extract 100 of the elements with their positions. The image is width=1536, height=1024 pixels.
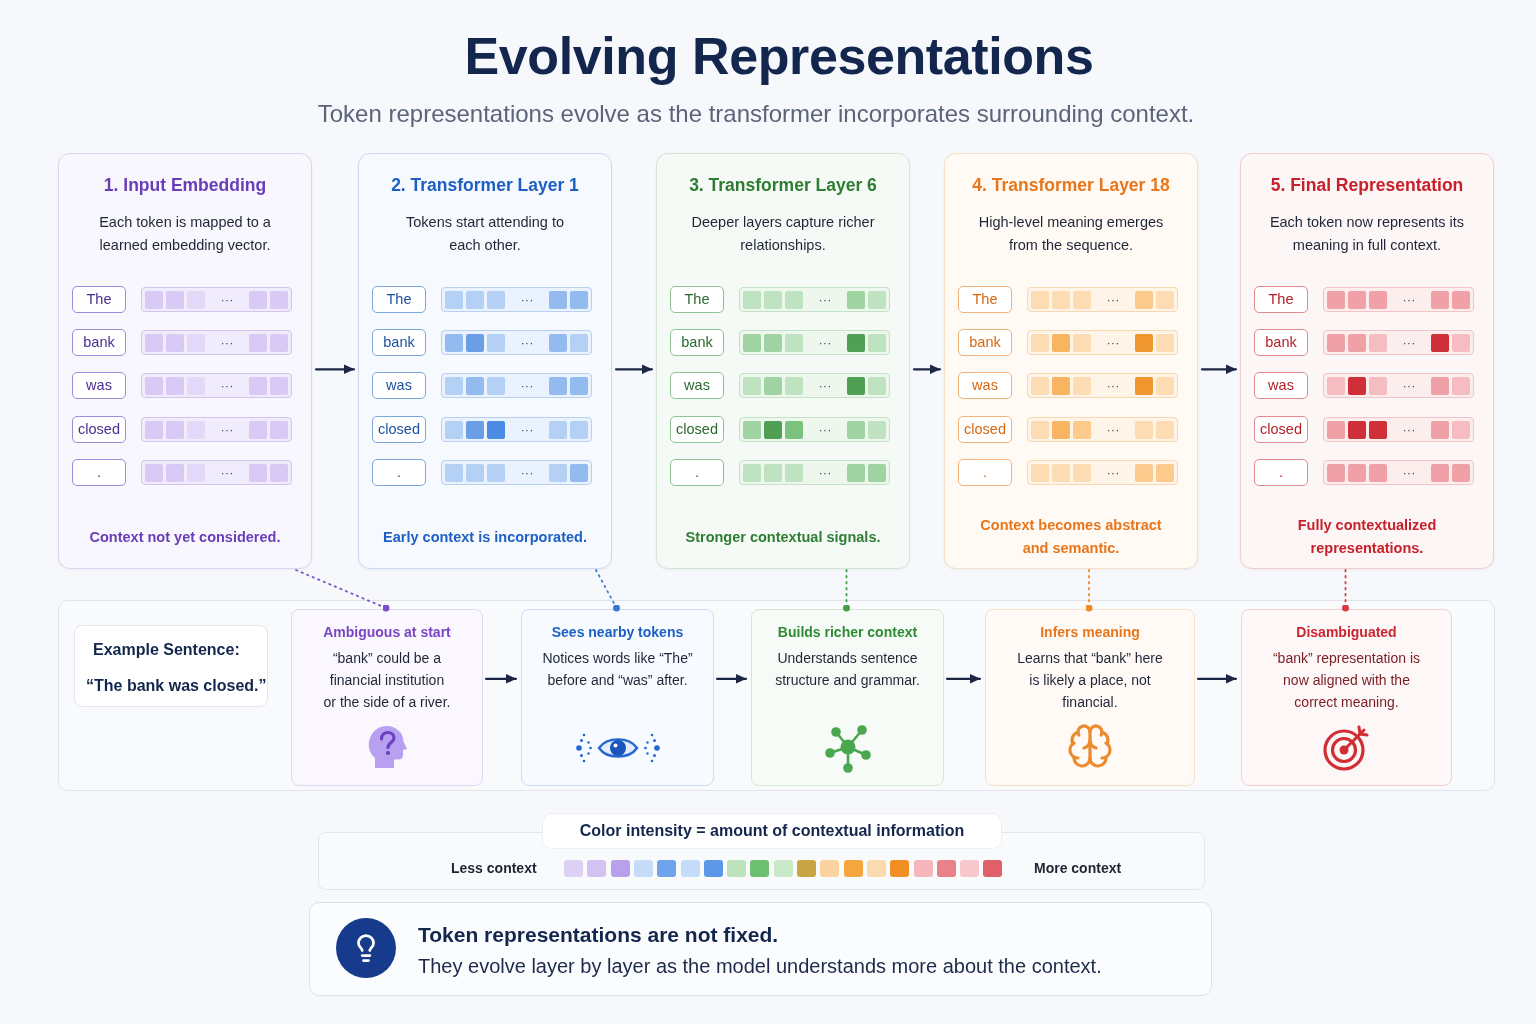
legend-title-tab: Color intensity = amount of contextual information [542, 813, 1002, 849]
token-chip: closed [1254, 416, 1308, 443]
token-chip: The [670, 286, 724, 313]
embedding-vector [1323, 373, 1474, 398]
ellipsis: ··· [220, 421, 234, 438]
explanation-card [291, 609, 483, 786]
token-chip: was [72, 372, 126, 399]
ellipsis: ··· [1106, 377, 1120, 394]
token-chip: bank [958, 329, 1012, 356]
ellipsis: ··· [1106, 334, 1120, 351]
ellipsis: ··· [1106, 291, 1120, 308]
ellipsis: ··· [520, 377, 534, 394]
embedding-vector [141, 330, 292, 355]
token-chip: bank [372, 329, 426, 356]
panel-title: 2. Transformer Layer 1 [391, 174, 579, 196]
ellipsis: ··· [220, 377, 234, 394]
context-band [58, 600, 1495, 791]
card-text: “bank” representation is now aligned with the correct meaning. [1271, 649, 1422, 712]
arrow [912, 364, 942, 375]
panel-title: 5. Final Representation [1270, 174, 1464, 196]
explanation-card [751, 609, 944, 786]
card-title: Infers meaning [1040, 623, 1140, 641]
token-chip: The [1254, 286, 1308, 313]
token-chip: closed [670, 416, 724, 443]
card-text: Notices words like “The” before and “was” after. [541, 649, 694, 690]
tip-heading: Token representations are not fixed. [418, 922, 779, 948]
panel-note: Context not yet considered. [89, 527, 281, 547]
example-card [74, 625, 268, 707]
token-chip: The [72, 286, 126, 313]
token-chip: . [1254, 459, 1308, 486]
panel-title: 4. Transformer Layer 18 [972, 174, 1170, 196]
arrow [1200, 364, 1238, 375]
stage-panel [358, 153, 612, 569]
embedding-vector [1027, 330, 1178, 355]
arrow [614, 364, 654, 375]
card-text: “bank” could be a financial institution or the side of a river. [322, 649, 452, 712]
panel-title: 3. Transformer Layer 6 [689, 174, 877, 196]
panel-description: High-level meaning emerges from the sequence. [977, 213, 1165, 255]
embedding-vector [441, 460, 592, 485]
diagram-subtitle: Token representations evolve as the transformer incorporates surrounding context. [317, 100, 1195, 127]
ellipsis: ··· [220, 334, 234, 351]
embedding-vector [441, 330, 592, 355]
panel-note: Context becomes abstract and semantic. [979, 516, 1163, 558]
dotted-connector [843, 569, 850, 612]
embedding-vector [1027, 460, 1178, 485]
dotted-connector [595, 569, 620, 612]
token-chip: bank [72, 329, 126, 356]
ellipsis: ··· [1402, 421, 1416, 438]
ellipsis: ··· [520, 464, 534, 481]
stage-panel [58, 153, 312, 569]
embedding-vector [739, 330, 890, 355]
explanation-card [521, 609, 714, 786]
ellipsis: ··· [520, 421, 534, 438]
tip-card [309, 902, 1212, 996]
ellipsis: ··· [520, 334, 534, 351]
panel-title: 1. Input Embedding [103, 174, 267, 196]
embedding-vector [1323, 460, 1474, 485]
ellipsis: ··· [520, 291, 534, 308]
embedding-vector [441, 417, 592, 442]
ellipsis: ··· [818, 334, 832, 351]
panel-note: Fully contextualized representations. [1296, 516, 1438, 558]
card-title: Ambiguous at start [323, 623, 451, 641]
embedding-vector [141, 460, 292, 485]
ellipsis: ··· [220, 464, 234, 481]
embedding-vector [1027, 417, 1178, 442]
panel-note: Early context is incorporated. [383, 527, 587, 547]
token-chip: closed [72, 416, 126, 443]
token-chip: . [372, 459, 426, 486]
stage-panel [1240, 153, 1494, 569]
example-sentence: “The bank was closed.” [86, 676, 267, 696]
embedding-vector [1323, 417, 1474, 442]
token-chip: closed [958, 416, 1012, 443]
embedding-vector [141, 373, 292, 398]
ellipsis: ··· [1106, 421, 1120, 438]
token-chip: bank [1254, 329, 1308, 356]
token-chip: bank [670, 329, 724, 356]
card-title: Builds richer context [777, 623, 918, 641]
token-chip: The [958, 286, 1012, 313]
embedding-vector [441, 373, 592, 398]
embedding-vector [739, 287, 890, 312]
token-chip: The [372, 286, 426, 313]
embedding-vector [1027, 287, 1178, 312]
ellipsis: ··· [1402, 291, 1416, 308]
dotted-connector [295, 569, 390, 612]
token-chip: was [670, 372, 724, 399]
stage-panel [944, 153, 1198, 569]
arrow [945, 673, 982, 684]
ellipsis: ··· [220, 291, 234, 308]
diagram-title: Evolving Representations [464, 27, 1094, 85]
card-title: Disambiguated [1296, 623, 1397, 641]
ellipsis: ··· [1402, 464, 1416, 481]
embedding-vector [1323, 330, 1474, 355]
token-chip: was [1254, 372, 1308, 399]
card-text: Understands sentence structure and grammar. [774, 649, 921, 690]
card-text: Learns that “bank” here is likely a place, not financial. [1016, 649, 1164, 712]
arrow [314, 364, 356, 375]
token-chip: was [958, 372, 1012, 399]
token-chip: was [372, 372, 426, 399]
panel-description: Each token now represents its meaning in full context. [1268, 213, 1466, 255]
ellipsis: ··· [1106, 464, 1120, 481]
